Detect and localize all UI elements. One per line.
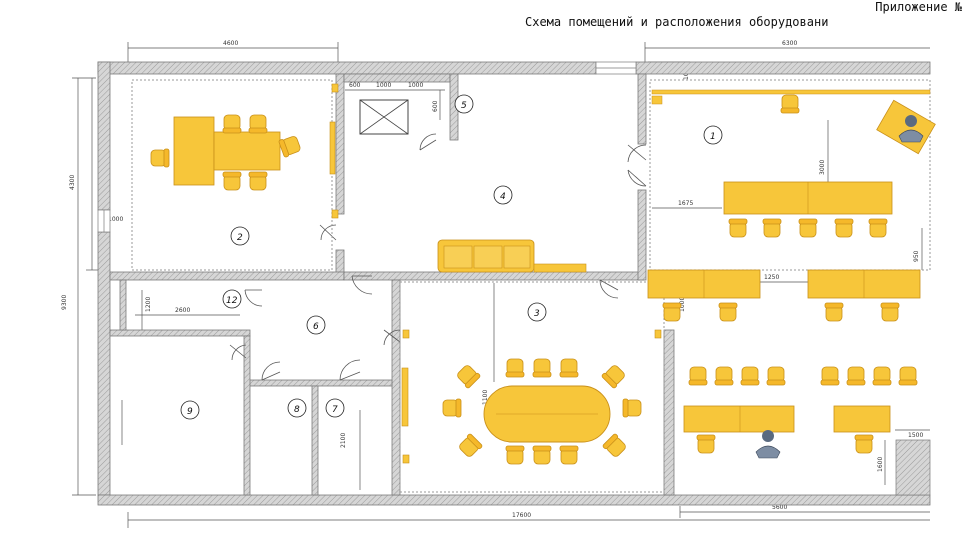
dim-1000b: 1000 [408, 82, 423, 89]
chair-icon [532, 358, 552, 378]
chair-icon [820, 366, 840, 386]
room-numbers: 1 2 3 4 5 6 7 8 9 12 [187, 101, 716, 417]
person-icon [898, 115, 924, 143]
chair-icon [505, 445, 525, 465]
chair-icon [454, 362, 482, 390]
room-9-label: 9 [187, 407, 193, 417]
chair-icon [780, 94, 800, 114]
table-icon [683, 405, 795, 433]
dim-1200: 1200 [145, 297, 152, 312]
dim-950: 950 [913, 250, 920, 262]
room3-furniture [401, 329, 662, 465]
chair-icon [600, 362, 628, 390]
dim-1675: 1675 [678, 200, 693, 207]
dimension-labels: 4600 6300 4300 9300 17600 5600 600 1000 … [61, 40, 923, 519]
chair-icon [442, 398, 462, 418]
dim-top-left: 4600 [223, 40, 238, 47]
chair-icon [834, 218, 854, 238]
chair-icon [622, 398, 642, 418]
chair-icon [559, 445, 579, 465]
chair-icon [532, 445, 552, 465]
dim-left-total: 9300 [61, 295, 68, 310]
dim-bottom-right: 5600 [772, 504, 787, 511]
chair-icon [824, 302, 844, 322]
room3-border [399, 281, 665, 493]
chair-icon [222, 171, 242, 191]
chair-icon [714, 366, 734, 386]
chair-icon [854, 434, 874, 454]
dim-3000: 3000 [819, 160, 826, 175]
dim-600b: 600 [432, 100, 439, 112]
dim-2600: 2600 [175, 307, 190, 314]
table-icon [876, 99, 936, 155]
dim-1250: 1250 [764, 274, 779, 281]
door-icon [229, 133, 647, 381]
elevator-icon [359, 99, 409, 135]
dim-600a: 600 [349, 82, 361, 89]
chair-icon [150, 148, 170, 168]
room-12-label: 12 [226, 296, 238, 306]
document-title: Приложение № [875, 0, 962, 14]
room-8-label: 8 [294, 405, 300, 415]
dim-bottom-total: 17600 [512, 512, 531, 519]
chair-icon [740, 366, 760, 386]
dim-1500: 1500 [908, 432, 923, 439]
dim-1100: 1100 [482, 390, 489, 405]
room-markers [180, 94, 723, 420]
table-icon [173, 116, 215, 186]
room2-border [131, 79, 333, 271]
chair-icon [766, 366, 786, 386]
document-subtitle: Схема помещений и расположения оборудова… [525, 15, 829, 29]
chair-icon [222, 114, 242, 134]
room-5-label: 5 [461, 101, 467, 111]
room-1-label: 1 [710, 132, 716, 142]
chair-icon [868, 218, 888, 238]
chair-icon [248, 114, 268, 134]
room-2-label: 2 [237, 233, 243, 243]
room-3-label: 3 [534, 309, 540, 319]
chair-icon [898, 366, 918, 386]
dim-1000e: 1000 [679, 297, 686, 312]
room1-furniture [647, 89, 936, 322]
chair-icon [880, 302, 900, 322]
room-7-label: 7 [332, 405, 338, 415]
chair-icon [248, 171, 268, 191]
chair-icon [559, 358, 579, 378]
table-icon [213, 131, 281, 171]
dim-1600: 1600 [877, 457, 884, 472]
sofa-icon [437, 239, 587, 273]
dim-left-top: 4300 [69, 175, 76, 190]
chair-icon [456, 432, 484, 460]
chair-icon [798, 218, 818, 238]
chair-icon [505, 358, 525, 378]
table-icon [833, 405, 891, 433]
dim-2100: 2100 [340, 433, 347, 448]
room1-border [649, 79, 931, 271]
chair-icon [696, 434, 716, 454]
room2-furniture [150, 83, 339, 219]
dimension-lines [72, 42, 930, 528]
dim-1000a: 1000 [376, 82, 391, 89]
chair-icon [846, 366, 866, 386]
chair-icon [872, 366, 892, 386]
chair-icon [728, 218, 748, 238]
chair-icon [601, 432, 629, 460]
dim-1000c: 1000 [108, 216, 123, 223]
room-4-label: 4 [500, 192, 506, 202]
dim-top-right: 6300 [782, 40, 797, 47]
chair-icon [662, 302, 682, 322]
walls [97, 61, 931, 506]
chair-icon [762, 218, 782, 238]
chair-icon [278, 134, 302, 158]
room-6-label: 6 [313, 322, 319, 332]
person-icon [755, 430, 781, 459]
chair-icon [688, 366, 708, 386]
room-lower-right-furniture [683, 366, 931, 496]
chair-icon [718, 302, 738, 322]
windows [97, 61, 637, 233]
